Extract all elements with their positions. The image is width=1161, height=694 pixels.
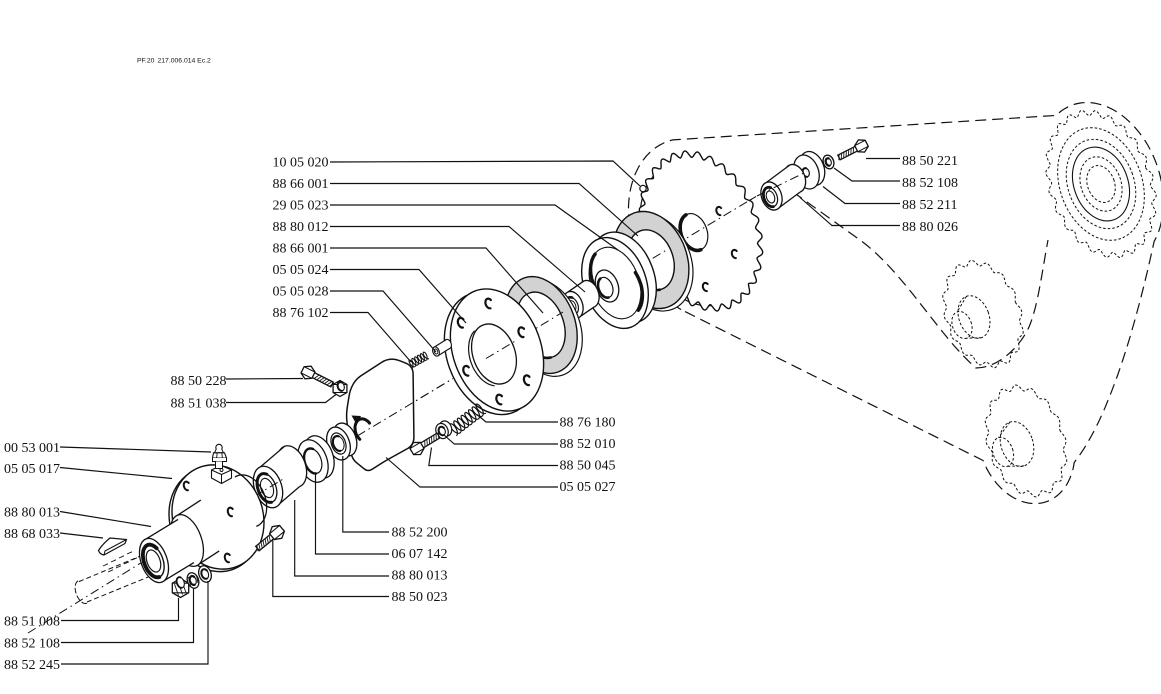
svg-text:88 51 038: 88 51 038 xyxy=(171,397,227,412)
svg-text:88 76 102: 88 76 102 xyxy=(273,306,329,321)
svg-text:29 05 023: 29 05 023 xyxy=(273,199,329,214)
svg-text:00 53 001: 00 53 001 xyxy=(4,441,60,456)
svg-text:88 68 033: 88 68 033 xyxy=(4,527,60,542)
svg-text:05 05 028: 05 05 028 xyxy=(273,285,329,300)
svg-text:88 80 013: 88 80 013 xyxy=(4,506,60,521)
svg-text:88 50 023: 88 50 023 xyxy=(392,590,448,605)
svg-text:88 66 001: 88 66 001 xyxy=(273,242,329,257)
svg-text:88 51 008: 88 51 008 xyxy=(4,615,60,630)
svg-text:88 50 045: 88 50 045 xyxy=(560,459,616,474)
svg-text:88 52 108: 88 52 108 xyxy=(4,637,60,652)
svg-text:88 80 013: 88 80 013 xyxy=(392,569,448,584)
svg-text:88 50 221: 88 50 221 xyxy=(902,154,958,169)
svg-text:88 66 001: 88 66 001 xyxy=(273,177,329,192)
svg-text:88 80 012: 88 80 012 xyxy=(273,220,329,235)
svg-text:88 80 026: 88 80 026 xyxy=(902,220,958,235)
svg-text:05 05 017: 05 05 017 xyxy=(4,462,60,477)
svg-text:88 52 211: 88 52 211 xyxy=(902,198,957,213)
svg-text:217.006.014 Ec.2: 217.006.014 Ec.2 xyxy=(158,58,212,65)
svg-text:88 52 108: 88 52 108 xyxy=(902,176,958,191)
svg-text:88 50 228: 88 50 228 xyxy=(171,374,227,389)
svg-text:88 76 180: 88 76 180 xyxy=(560,416,616,431)
svg-text:05 05 024: 05 05 024 xyxy=(273,263,329,278)
svg-text:88 52 010: 88 52 010 xyxy=(560,437,616,452)
svg-text:PF.20: PF.20 xyxy=(137,58,155,65)
svg-text:05 05 027: 05 05 027 xyxy=(560,480,616,495)
svg-text:88 52 245: 88 52 245 xyxy=(4,658,60,673)
svg-text:88 52 200: 88 52 200 xyxy=(392,526,448,541)
svg-text:06 07 142: 06 07 142 xyxy=(392,547,448,562)
svg-text:10 05 020: 10 05 020 xyxy=(273,156,329,171)
